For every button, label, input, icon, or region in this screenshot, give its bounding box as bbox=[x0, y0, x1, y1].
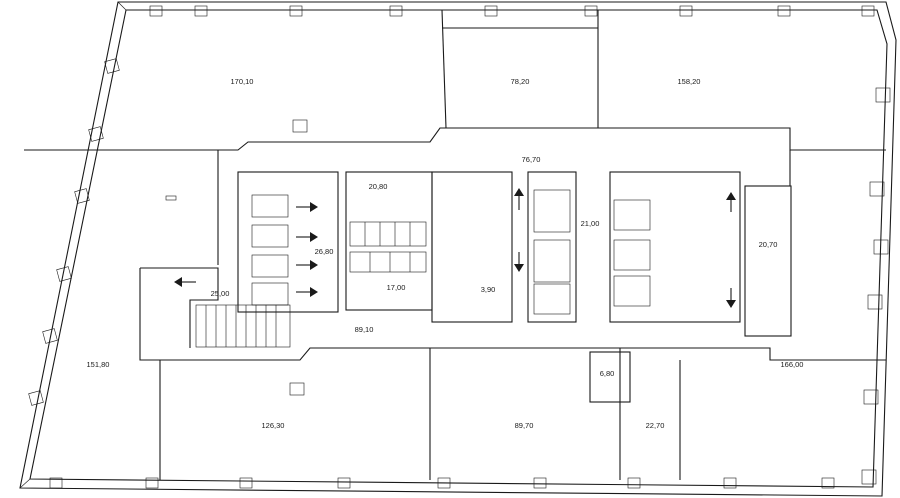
bottom-windows bbox=[49, 477, 835, 489]
room-area-label: 6,80 bbox=[600, 369, 615, 378]
room-area-label: 22,70 bbox=[646, 421, 665, 430]
lift-shafts bbox=[251, 189, 651, 315]
room-area-label: 89,70 bbox=[515, 421, 534, 430]
arrow-down-icon bbox=[726, 288, 736, 308]
outer-walls bbox=[19, 1, 897, 497]
room-area-label: 20,80 bbox=[369, 182, 388, 191]
room-area-label: 21,00 bbox=[581, 219, 600, 228]
right-windows bbox=[861, 87, 891, 485]
room-area-label: 17,00 bbox=[387, 283, 406, 292]
room-area-label: 20,70 bbox=[759, 240, 778, 249]
room-area-label: 170,10 bbox=[231, 77, 254, 86]
room-area-label: 151,80 bbox=[87, 360, 110, 369]
flow-arrows bbox=[174, 188, 736, 308]
stair-left bbox=[195, 304, 291, 348]
interior-walls bbox=[24, 9, 886, 480]
room-area-label: 76,70 bbox=[522, 155, 541, 164]
arrow-right-icon bbox=[296, 232, 318, 242]
arrow-down-icon bbox=[514, 252, 524, 272]
toilet-stalls bbox=[349, 221, 427, 273]
room-area-label: 78,20 bbox=[511, 77, 530, 86]
left-windows bbox=[28, 58, 120, 406]
top-windows bbox=[149, 5, 875, 17]
arrow-up-icon bbox=[514, 188, 524, 210]
room-area-label: 26,80 bbox=[315, 247, 334, 256]
room-area-label: 126,30 bbox=[262, 421, 285, 430]
arrow-right-icon bbox=[296, 287, 318, 297]
arrow-right-icon bbox=[296, 260, 318, 270]
room-area-label: 166,00 bbox=[781, 360, 804, 369]
arrow-left-icon bbox=[174, 277, 196, 287]
columns bbox=[165, 119, 308, 396]
arrow-right-icon bbox=[296, 202, 318, 212]
room-area-label: 158,20 bbox=[678, 77, 701, 86]
room-area-label: 25,00 bbox=[211, 289, 230, 298]
room-area-label: 3,90 bbox=[481, 285, 496, 294]
arrow-up-icon bbox=[726, 192, 736, 212]
room-area-labels: 170,10 78,20 158,20 76,70 20,80 26,80 21,00 20,… bbox=[87, 77, 804, 430]
room-area-label: 89,10 bbox=[355, 325, 374, 334]
